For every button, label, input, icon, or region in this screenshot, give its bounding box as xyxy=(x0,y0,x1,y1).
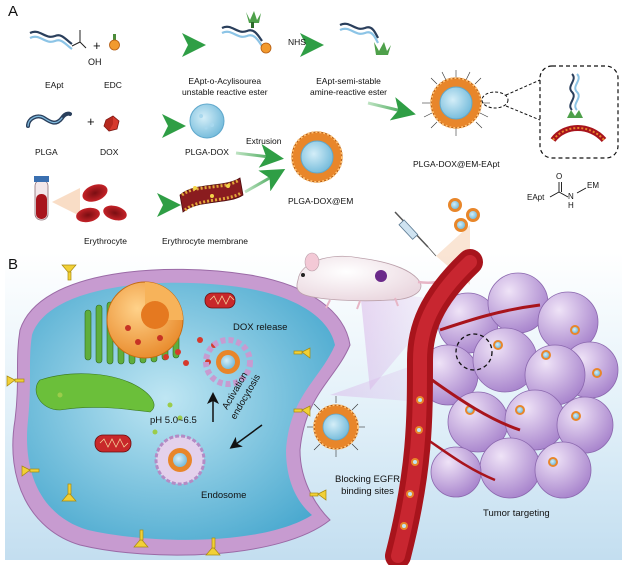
label-tumor-targeting: Tumor targeting xyxy=(483,508,550,519)
vesicles xyxy=(57,392,183,435)
erythrocyte-membrane-icon xyxy=(179,177,244,213)
intermediate2-icon xyxy=(339,22,391,55)
label-blocking-egfr: Blocking EGFR binding sites xyxy=(335,474,400,499)
chem-o: O xyxy=(556,172,563,181)
plga-dox-em-eapt-particle-icon xyxy=(422,70,490,136)
golgi-apparatus xyxy=(35,373,155,413)
tumor-cluster xyxy=(417,272,619,499)
mitochondrion-top xyxy=(204,292,236,309)
label-eapt: EApt xyxy=(45,80,64,90)
plus-sign-2: + xyxy=(87,114,95,129)
label-intermediate1-line1: EApt-o-Acylisourea xyxy=(188,76,262,86)
plus-sign-1: + xyxy=(93,38,101,53)
dox-molecule-icon xyxy=(103,115,120,132)
chem-n: N xyxy=(568,192,574,201)
tumor-zoom-circle xyxy=(455,333,493,371)
chem-h: H xyxy=(568,201,574,210)
label-ph: pH 5.0~6.5 xyxy=(150,415,197,426)
zoom-line-top xyxy=(505,79,541,96)
endosome-lower xyxy=(154,434,206,486)
label-plga-dox: PLGA-DOX xyxy=(185,147,229,157)
injected-nanoparticles xyxy=(448,198,480,232)
label-intermediate1-line2: unstable reactive ester xyxy=(182,86,268,97)
zoom-inset-aptamer-icon xyxy=(550,73,607,143)
label-oh: OH xyxy=(88,57,102,67)
label-edc: EDC xyxy=(104,80,122,90)
label-nhs: NHS xyxy=(288,37,306,47)
label-endosome: Endosome xyxy=(201,490,247,501)
mitochondrion-bottom xyxy=(94,434,132,453)
blood-tube-icon xyxy=(34,176,80,221)
label-blocking-line2: binding sites xyxy=(341,486,394,498)
arrow-extrusion xyxy=(235,143,284,168)
erythrocyte-cells-icon xyxy=(76,184,127,223)
label-intermediate2: EApt-semi-stable amine-reactive ester xyxy=(310,76,387,97)
plga-dox-core-icon xyxy=(189,103,225,139)
edc-molecule-icon xyxy=(109,34,120,51)
nanoparticle-blocking xyxy=(307,396,365,457)
label-erythrocyte-membrane: Erythrocyte membrane xyxy=(162,236,248,246)
endosome-releasing xyxy=(203,337,253,387)
eapt-aptamer-icon xyxy=(29,30,87,50)
label-plga-dox-em-eapt: PLGA-DOX@EM-EApt xyxy=(413,159,500,169)
nucleus xyxy=(106,281,184,359)
chem-em: EM xyxy=(587,181,599,190)
cancer-cell xyxy=(12,268,351,556)
label-dox: DOX xyxy=(100,147,119,157)
panel-b-letter: B xyxy=(8,256,19,273)
chem-eapt: EApt xyxy=(527,193,545,202)
vessel-nanoparticles xyxy=(400,396,424,530)
label-plga: PLGA xyxy=(35,147,58,157)
arrow-endocytosis xyxy=(229,424,263,449)
label-blocking-line1: Blocking EGFR xyxy=(335,474,400,485)
label-intermediate2-line2: amine-reactive ester xyxy=(310,86,388,97)
label-intermediate1: EApt-o-Acylisourea unstable reactive est… xyxy=(182,76,268,97)
plga-polymer-icon xyxy=(26,111,72,128)
blood-vessel xyxy=(385,249,541,565)
plga-dox-em-particle-icon xyxy=(291,131,343,183)
nhs-molecule-icon xyxy=(246,11,261,28)
zoom-circle xyxy=(481,91,509,109)
panel-a xyxy=(26,11,619,223)
amide-bond-structure xyxy=(549,182,587,198)
panel-b xyxy=(5,198,622,565)
egfr-receptors xyxy=(6,264,327,556)
label-plga-dox-em: PLGA-DOX@EM xyxy=(288,196,354,206)
arrow-membrane-to-plgadoxem xyxy=(244,169,286,194)
panel-a-letter: A xyxy=(8,3,19,20)
label-intermediate2-line1: EApt-semi-stable xyxy=(316,76,381,86)
arrow-to-final-particle xyxy=(367,97,416,121)
zoom-line-bottom xyxy=(505,105,541,121)
label-dox-release: DOX release xyxy=(233,322,288,333)
label-extrusion: Extrusion xyxy=(246,136,282,146)
label-erythrocyte: Erythrocyte xyxy=(84,236,127,246)
intermediate1-icon xyxy=(221,25,272,54)
